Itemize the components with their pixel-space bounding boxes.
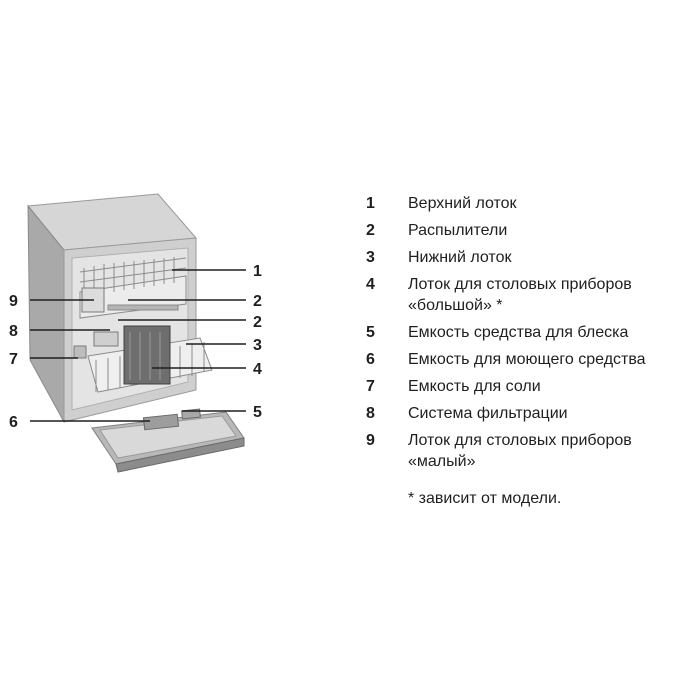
legend-label: Емкость для моющего средства	[408, 351, 646, 368]
callout-7: 7	[9, 351, 18, 368]
large-cutlery-basket	[123, 325, 171, 385]
leader-lines	[30, 269, 246, 422]
callout-9: 9	[9, 293, 18, 310]
filter-system	[93, 331, 119, 347]
callout-4: 4	[253, 361, 262, 378]
legend-number: 6	[366, 351, 375, 368]
legend-label: Емкость средства для блеска	[408, 324, 629, 341]
callout-1: 1	[253, 263, 262, 280]
callout-2-upper: 2	[253, 293, 262, 310]
legend-number: 8	[366, 405, 375, 422]
legend-number: 4	[366, 276, 375, 293]
callout-3: 3	[253, 337, 262, 354]
legend-number: 1	[366, 195, 375, 212]
salt-container	[73, 345, 87, 359]
legend-number: 2	[366, 222, 375, 239]
callout-8: 8	[9, 323, 18, 340]
legend-number: 9	[366, 432, 375, 449]
legend-item: 5 Емкость средства для блеска	[366, 322, 686, 343]
legend-label: Лоток для столовых приборов «большой» *	[408, 276, 632, 314]
legend-label: Распылители	[408, 222, 508, 239]
callout-6: 6	[9, 414, 18, 431]
legend-item: 6 Емкость для моющего средства	[366, 349, 686, 370]
legend-item: 7 Емкость для соли	[366, 376, 686, 397]
legend-number: 5	[366, 324, 375, 341]
legend-number: 3	[366, 249, 375, 266]
legend-number: 7	[366, 378, 375, 395]
legend-label: Нижний лоток	[408, 249, 512, 266]
legend-item: 4 Лоток для столовых приборов «большой» …	[366, 274, 686, 316]
legend-item: 2 Распылители	[366, 220, 686, 241]
legend-item: 3 Нижний лоток	[366, 247, 686, 268]
legend-label: Система фильтрации	[408, 405, 568, 422]
callout-5: 5	[253, 404, 262, 421]
spray-arm	[107, 304, 179, 311]
model-footnote: * зависит от модели.	[408, 490, 562, 507]
legend-item: 9 Лоток для столовых приборов «малый»	[366, 430, 686, 472]
callout-2-lower: 2	[253, 314, 262, 331]
legend-label: Лоток для столовых приборов «малый»	[408, 432, 632, 470]
legend-item: 1 Верхний лоток	[366, 193, 686, 214]
legend-item: 8 Система фильтрации	[366, 403, 686, 424]
parts-legend: 1 Верхний лоток 2 Распылители 3 Нижний л…	[366, 193, 686, 478]
legend-label: Емкость для соли	[408, 378, 541, 395]
dishwasher-door	[91, 408, 245, 473]
legend-label: Верхний лоток	[408, 195, 517, 212]
